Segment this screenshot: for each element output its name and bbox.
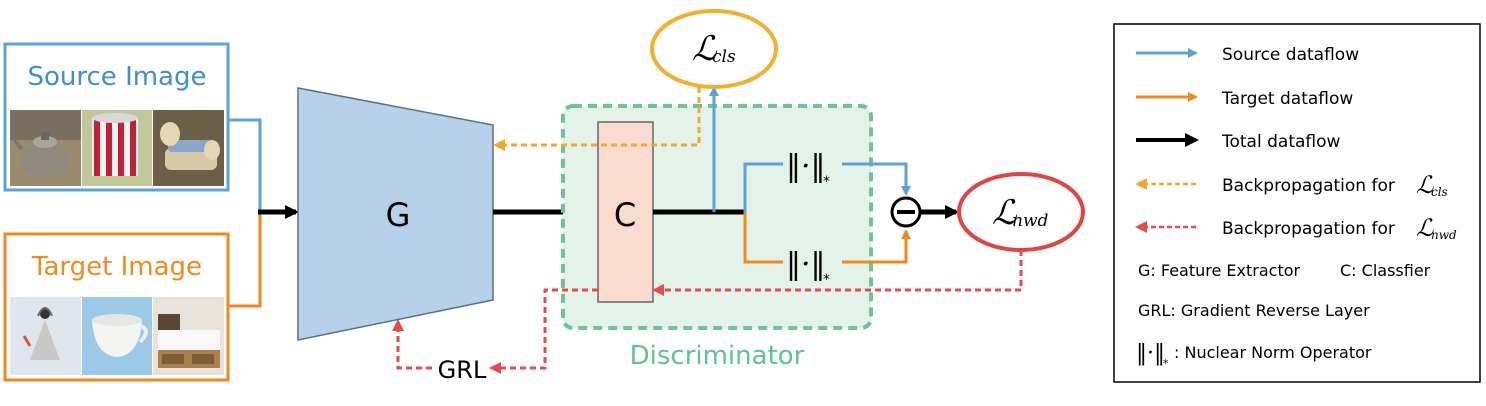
flow-target-to-norm	[743, 212, 783, 264]
flow-norm-target-to-minus	[842, 229, 911, 264]
legend-lcls-symbol: ℒ	[1416, 171, 1434, 199]
grl-label: GRL	[438, 356, 487, 384]
source-thumb-teapot	[10, 110, 81, 186]
g-label: G	[386, 196, 411, 234]
loss-nwd-node: ℒ nwd	[957, 172, 1085, 252]
legend: Source dataflow Target dataflow Total da…	[1113, 23, 1481, 383]
feature-extractor-g: G	[297, 87, 494, 341]
loss-cls-subscript: cls	[712, 47, 736, 67]
target-thumb-bed	[153, 297, 224, 375]
legend-grl-definition: GRL: Gradient Reverse Layer	[1138, 301, 1370, 320]
norm-sub-bottom: *	[823, 272, 830, 288]
classifier-c: C	[597, 121, 654, 303]
backprop-cls-path	[493, 87, 701, 151]
target-image-panel: Target Image	[3, 232, 230, 382]
target-thumb-kettle	[10, 297, 81, 375]
legend-norm-sub: *	[1163, 357, 1169, 370]
discriminator-label: Discriminator	[630, 341, 805, 371]
legend-total-label: Total dataflow	[1221, 132, 1341, 152]
norm-symbol-bottom: ‖·‖	[786, 247, 826, 282]
legend-backprop-nwd: Backpropagation for ℒ nwd	[1135, 214, 1457, 242]
legend-target-label: Target dataflow	[1221, 89, 1353, 109]
target-thumb-cup	[82, 297, 152, 375]
legend-c-definition: C: Classfier	[1340, 261, 1431, 280]
source-image-title: Source Image	[28, 62, 207, 92]
source-thumb-mug	[82, 110, 152, 186]
legend-norm-symbol: ‖·‖	[1136, 341, 1165, 366]
legend-lcls-subscript: cls	[1431, 185, 1448, 199]
loss-cls-node: ℒ cls	[650, 9, 778, 89]
input-flows	[228, 118, 299, 308]
loss-nwd-subscript: nwd	[1012, 211, 1049, 231]
source-thumb-bed	[153, 110, 224, 186]
minus-operator	[890, 196, 922, 228]
legend-lnwd-symbol: ℒ	[1416, 214, 1434, 242]
backprop-grl-to-g	[392, 319, 432, 370]
legend-backprop-cls: Backpropagation for ℒ cls	[1135, 171, 1448, 199]
legend-total-dataflow: Total dataflow	[1136, 132, 1341, 152]
legend-source-dataflow: Source dataflow	[1136, 45, 1359, 65]
legend-source-label: Source dataflow	[1222, 45, 1359, 65]
nuclear-norm-target: ‖·‖ *	[786, 247, 830, 288]
source-image-panel: Source Image	[3, 42, 230, 192]
backprop-nwd-to-grl	[489, 288, 598, 374]
flow-source-to-norm	[743, 162, 783, 212]
nuclear-norm-source: ‖·‖ *	[786, 149, 830, 190]
legend-backprop-nwd-label: Backpropagation for	[1222, 219, 1395, 239]
legend-target-dataflow: Target dataflow	[1136, 89, 1353, 109]
target-image-title: Target Image	[31, 252, 202, 282]
backprop-nwd-to-c	[652, 250, 1023, 296]
legend-norm-definition: : Nuclear Norm Operator	[1174, 343, 1372, 362]
flow-norm-source-to-minus	[842, 162, 911, 196]
c-label: C	[614, 196, 636, 234]
loss-nwd-symbol: ℒ	[992, 193, 1018, 233]
norm-sub-top: *	[823, 174, 830, 190]
legend-backprop-cls-label: Backpropagation for	[1222, 176, 1395, 196]
legend-g-definition: G: Feature Extractor	[1138, 261, 1301, 280]
loss-cls-symbol: ℒ	[692, 29, 718, 69]
legend-definitions: G: Feature Extractor C: Classfier GRL: G…	[1136, 261, 1431, 370]
norm-symbol-top: ‖·‖	[786, 149, 826, 184]
legend-lnwd-subscript: nwd	[1431, 228, 1457, 242]
